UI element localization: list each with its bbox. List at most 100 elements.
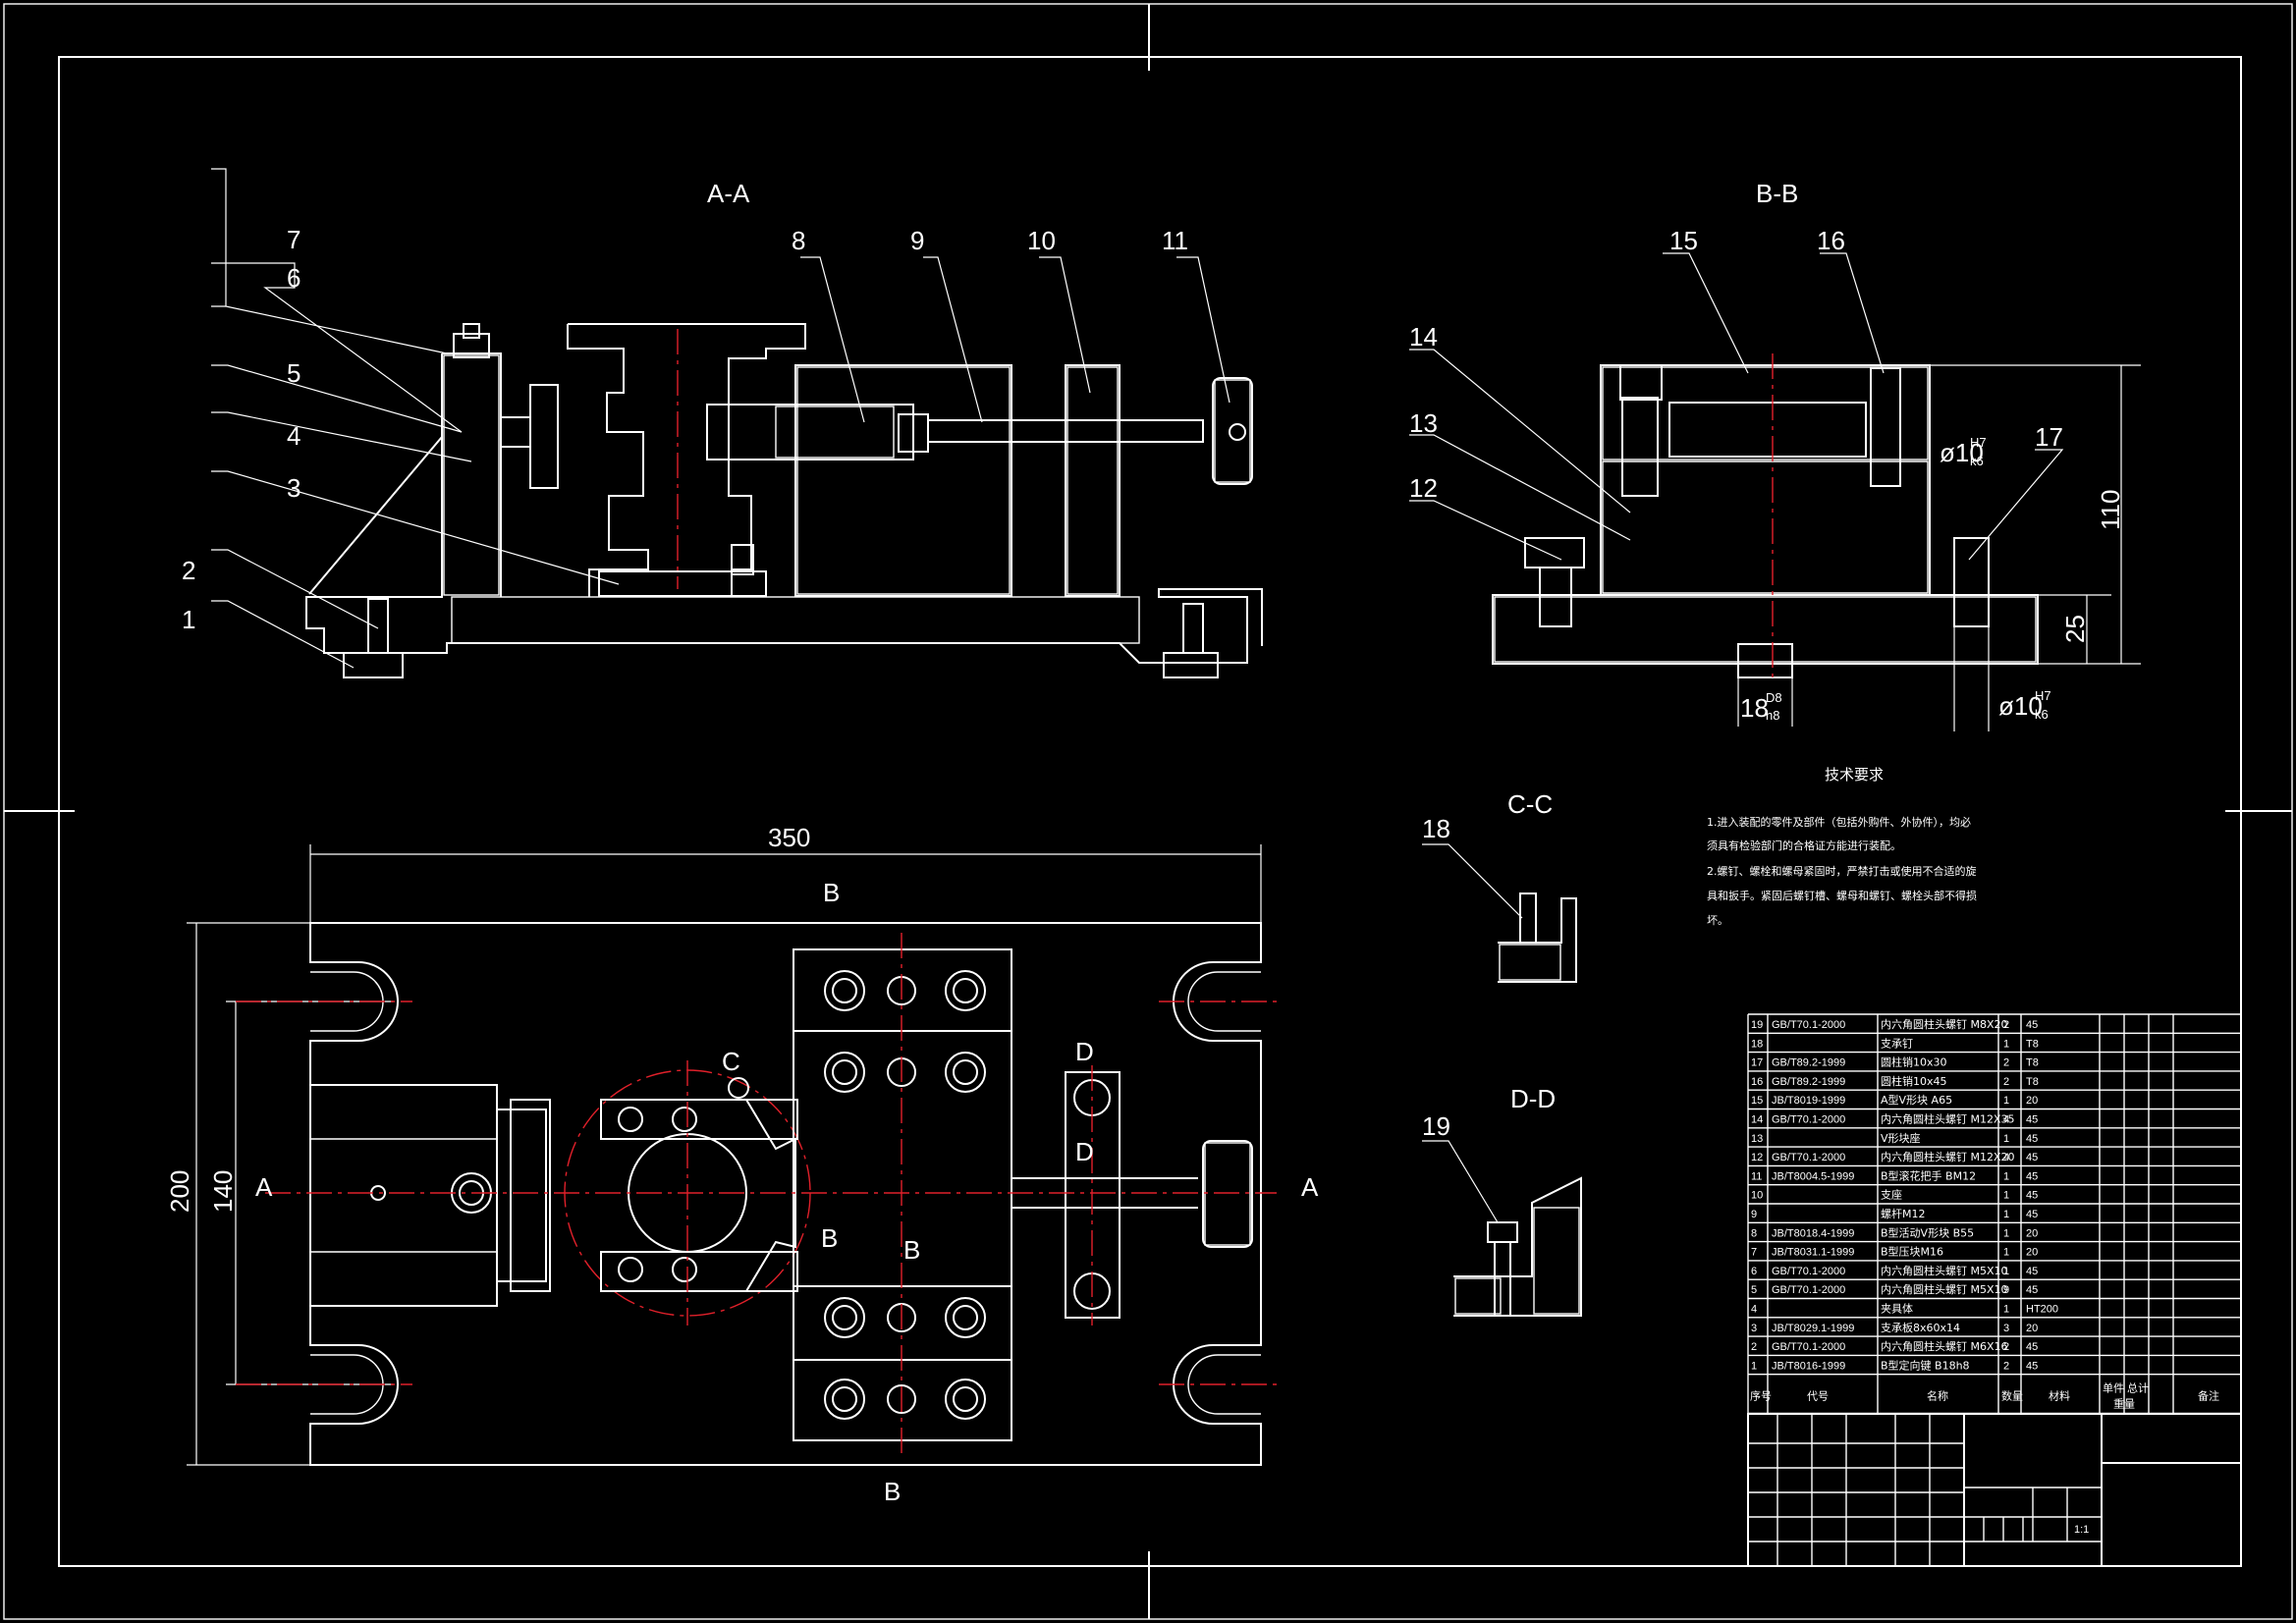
bom-mat: 45 [2026,1209,2038,1220]
notes-line5: 坏。 [1707,914,1728,927]
bom-name: 圆柱销10x30 [1881,1055,1947,1069]
bom-qty: 1 [2003,1095,2009,1107]
bom-qty: 2 [2003,1019,2009,1031]
bom-no: 14 [1751,1114,1763,1126]
bom-code: GB/T70.1-2000 [1772,1284,1845,1296]
mark-a-left: A [255,1172,273,1202]
balloon-12: 12 [1409,473,1438,503]
mark-d-mid: D [1075,1137,1094,1166]
balloon-6: 6 [287,263,301,293]
bom-no: 6 [1751,1266,1757,1277]
notes-title: 技术要求 [1825,766,1884,784]
bom-name: V形块座 [1881,1131,1921,1145]
balloon-18: 18 [1422,814,1450,843]
dim-200: 200 [165,1170,194,1213]
bom-mat: 45 [2026,1170,2038,1182]
bom-code: GB/T89.2-1999 [1772,1076,1845,1088]
bom-qty: 1 [2003,1304,2009,1316]
view-title-dd: D-D [1510,1084,1556,1113]
mark-b-mid-left: B [821,1223,838,1253]
bom-name: 圆柱销10x45 [1881,1074,1947,1088]
bom-code: JB/T8018.4-1999 [1772,1227,1854,1239]
balloon-5: 5 [287,358,301,388]
bom-name: A型V形块 A65 [1881,1093,1952,1107]
bom-no: 13 [1751,1133,1763,1145]
bom-no: 17 [1751,1057,1763,1069]
bom-mat: 20 [2026,1247,2038,1259]
bom-mat: 45 [2026,1152,2038,1163]
notes-line2: 须具有检验部门的合格证方能进行装配。 [1707,839,1901,852]
bom-qty: 2 [2003,1076,2009,1088]
bom-header-weight: 重量 [2113,1397,2135,1411]
bom-no: 11 [1751,1170,1762,1182]
bom-code: GB/T70.1-2000 [1772,1114,1845,1126]
dim-fit-b-lower: k6 [2035,707,2049,722]
bom-code: GB/T89.2-1999 [1772,1057,1845,1069]
bom-mat: 45 [2026,1190,2038,1202]
balloons-aa [211,168,1230,669]
bom-name: B型滚花把手 BM12 [1881,1168,1976,1182]
sheet-border [3,3,2293,1620]
bom-code: GB/T70.1-2000 [1772,1341,1845,1353]
title-block: 1:1 [1747,1413,2242,1567]
view-title-bb: B-B [1756,179,1798,208]
bom-mat: T8 [2026,1057,2039,1069]
balloon-1: 1 [182,605,195,634]
view-title-cc: C-C [1507,789,1553,819]
bom-no: 19 [1751,1019,1763,1031]
dim-fit-a: ø10 [1940,438,1984,467]
bom-header-single: 单件 [2103,1382,2124,1395]
bom-qty: 1 [2003,1227,2009,1239]
bom-qty: 1 [2003,1038,2009,1050]
dim-key-size: 18 [1740,693,1769,723]
bom-no: 12 [1751,1152,1763,1163]
mark-b-bottom: B [884,1477,901,1506]
bom-code: GB/T70.1-2000 [1772,1019,1845,1031]
bom-mat: 45 [2026,1019,2038,1031]
bom-qty: 4 [2003,1152,2009,1163]
bom-qty: 1 [2003,1190,2009,1202]
bom-mat: 20 [2026,1323,2038,1334]
section-cc: C-C 18 [1422,789,1577,983]
bom-qty: 1 [2003,1170,2009,1182]
bom-no: 3 [1751,1323,1757,1334]
bom-qty: 3 [2003,1323,2009,1334]
notes-line4: 具和扳手。紧固后螺钉槽、螺母和螺钉、螺栓头部不得损 [1707,889,1977,902]
mark-b-mid-right: B [903,1235,920,1265]
balloon-11: 11 [1162,226,1188,255]
bom-code: JB/T8029.1-1999 [1772,1323,1854,1334]
balloon-17: 17 [2035,422,2063,452]
dim-350: 350 [768,823,810,852]
balloon-2: 2 [182,556,195,585]
mark-d-top: D [1075,1037,1094,1066]
bom-name: 内六角圆柱头螺钉 M12X35 [1881,1112,2015,1126]
bom-code: JB/T8004.5-1999 [1772,1170,1854,1182]
bom-mat: 45 [2026,1284,2038,1296]
bolt-holes [824,970,986,1420]
dim-key-lower: h8 [1766,708,1779,723]
bom-mat: 45 [2026,1341,2038,1353]
bom-qty: 2 [2003,1341,2009,1353]
bom-mat: HT200 [2026,1304,2058,1316]
bom-name: 支座 [1881,1188,1902,1202]
balloon-16: 16 [1817,226,1845,255]
section-aa: A-A [305,179,1263,678]
bom-header-remark: 备注 [2198,1389,2219,1403]
bom-qty: 1 [2003,1209,2009,1220]
dim-fit-b: ø10 [1998,691,2043,721]
bom-name: 内六角圆柱头螺钉 M5X10 [1881,1264,2008,1277]
bom-mat: 20 [2026,1095,2038,1107]
bom-mat: T8 [2026,1038,2039,1050]
bom-code: GB/T70.1-2000 [1772,1152,1845,1163]
dim-140: 140 [208,1170,238,1213]
tech-notes: 技术要求 1.进入装配的零件及部件（包括外购件、外协件），均必 须具有检验部门的… [1707,766,1977,927]
bom-code: JB/T8019-1999 [1772,1095,1845,1107]
bom-header-total: 总计 [2127,1381,2149,1395]
bom-no: 10 [1751,1190,1763,1202]
balloon-3: 3 [287,473,301,503]
notes-line3: 2.螺钉、螺栓和螺母紧固时，严禁打击或使用不合适的旋 [1707,864,1977,878]
bom-name: 螺杆M12 [1881,1207,1926,1220]
bom-mat: 45 [2026,1133,2038,1145]
bom-mat: 45 [2026,1114,2038,1126]
